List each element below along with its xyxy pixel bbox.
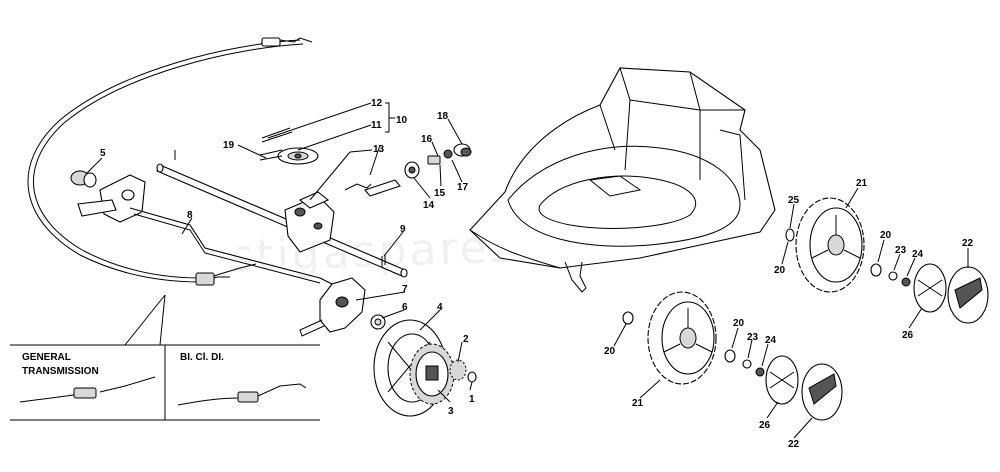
callout-21-upper: 21 bbox=[856, 178, 868, 189]
part-7-wheel-bracket bbox=[299, 277, 366, 337]
inset-general-transmission: GENERAL TRANSMISSION bbox=[19, 352, 156, 403]
inset-title-right: BI. Cl. DI. bbox=[180, 352, 224, 363]
callout-26-upper: 26 bbox=[902, 330, 914, 341]
wheel-upper-washer-nut bbox=[870, 263, 911, 287]
callout-16: 16 bbox=[421, 134, 433, 145]
bracket-10 bbox=[385, 102, 395, 133]
callout-13: 13 bbox=[373, 144, 385, 155]
callout-5: 5 bbox=[100, 148, 106, 159]
wheel-lower-washer-nut bbox=[724, 349, 765, 377]
callout-2: 2 bbox=[463, 334, 469, 345]
callout-22-upper: 22 bbox=[962, 238, 974, 249]
part-8-drive-rod bbox=[129, 207, 335, 286]
callout-17: 17 bbox=[457, 182, 469, 193]
part-13-spring bbox=[344, 183, 372, 191]
callout-20-upper-inner: 20 bbox=[774, 265, 786, 276]
wheel-upper-hub-26 bbox=[913, 263, 947, 313]
callout-24-lower: 24 bbox=[765, 335, 777, 346]
callout-20-lower-inner: 20 bbox=[604, 346, 616, 357]
callout-21-lower: 21 bbox=[632, 398, 644, 409]
mower-deck bbox=[469, 67, 776, 293]
callout-10: 10 bbox=[396, 115, 408, 126]
callout-labels: 12 10 11 19 13 18 16 15 17 14 5 8 9 7 6 … bbox=[100, 98, 974, 450]
inset-title-line2: TRANSMISSION bbox=[22, 366, 99, 377]
leader-lines-right bbox=[613, 187, 969, 439]
inset-boxes bbox=[10, 344, 320, 421]
part-5-cable-adjuster bbox=[70, 170, 97, 188]
gearbox bbox=[284, 191, 335, 253]
part-3-gear-wheel bbox=[409, 343, 455, 405]
callout-22-lower: 22 bbox=[788, 439, 800, 450]
inset-bi-cl-di: BI. Cl. DI. bbox=[177, 352, 307, 406]
callout-15: 15 bbox=[434, 188, 446, 199]
part-2-pinion bbox=[449, 359, 467, 381]
callout-14: 14 bbox=[423, 200, 435, 211]
leader-lines bbox=[85, 102, 473, 403]
callout-3: 3 bbox=[448, 406, 454, 417]
callout-26-lower: 26 bbox=[759, 420, 771, 431]
callout-1: 1 bbox=[469, 394, 475, 405]
callout-7: 7 bbox=[402, 284, 408, 295]
callout-4: 4 bbox=[437, 302, 443, 313]
callout-6: 6 bbox=[402, 302, 408, 313]
wheel-lower-inner-washer bbox=[622, 311, 634, 325]
wheel-lower-cap-22 bbox=[801, 363, 843, 421]
wheel-lower-tyre bbox=[647, 291, 717, 385]
callout-24-upper: 24 bbox=[912, 249, 924, 260]
callout-25: 25 bbox=[788, 195, 800, 206]
wheel-upper-cap-22 bbox=[947, 266, 989, 324]
parts-14-18-fixings bbox=[364, 143, 472, 197]
wheel-lower-hub-26 bbox=[765, 355, 799, 405]
callout-11: 11 bbox=[371, 120, 382, 131]
part-6-bush bbox=[370, 314, 386, 330]
callout-20-lower-outer: 20 bbox=[733, 318, 745, 329]
callout-20-upper-outer: 20 bbox=[880, 230, 892, 241]
part-1-clip bbox=[467, 371, 477, 383]
pulley-belt-assembly bbox=[259, 127, 319, 165]
wheel-upper-tyre bbox=[795, 197, 865, 293]
callout-19: 19 bbox=[223, 140, 235, 151]
callout-23-upper: 23 bbox=[895, 245, 907, 256]
callout-12: 12 bbox=[371, 98, 383, 109]
callout-18: 18 bbox=[437, 111, 449, 122]
callout-23-lower: 23 bbox=[747, 332, 759, 343]
callout-8: 8 bbox=[187, 210, 193, 221]
inset-title-line1: GENERAL bbox=[22, 352, 71, 363]
lever-bracket bbox=[77, 174, 146, 223]
callout-9: 9 bbox=[400, 224, 406, 235]
part-25-washer bbox=[785, 228, 795, 242]
transmission-cable bbox=[27, 37, 313, 346]
